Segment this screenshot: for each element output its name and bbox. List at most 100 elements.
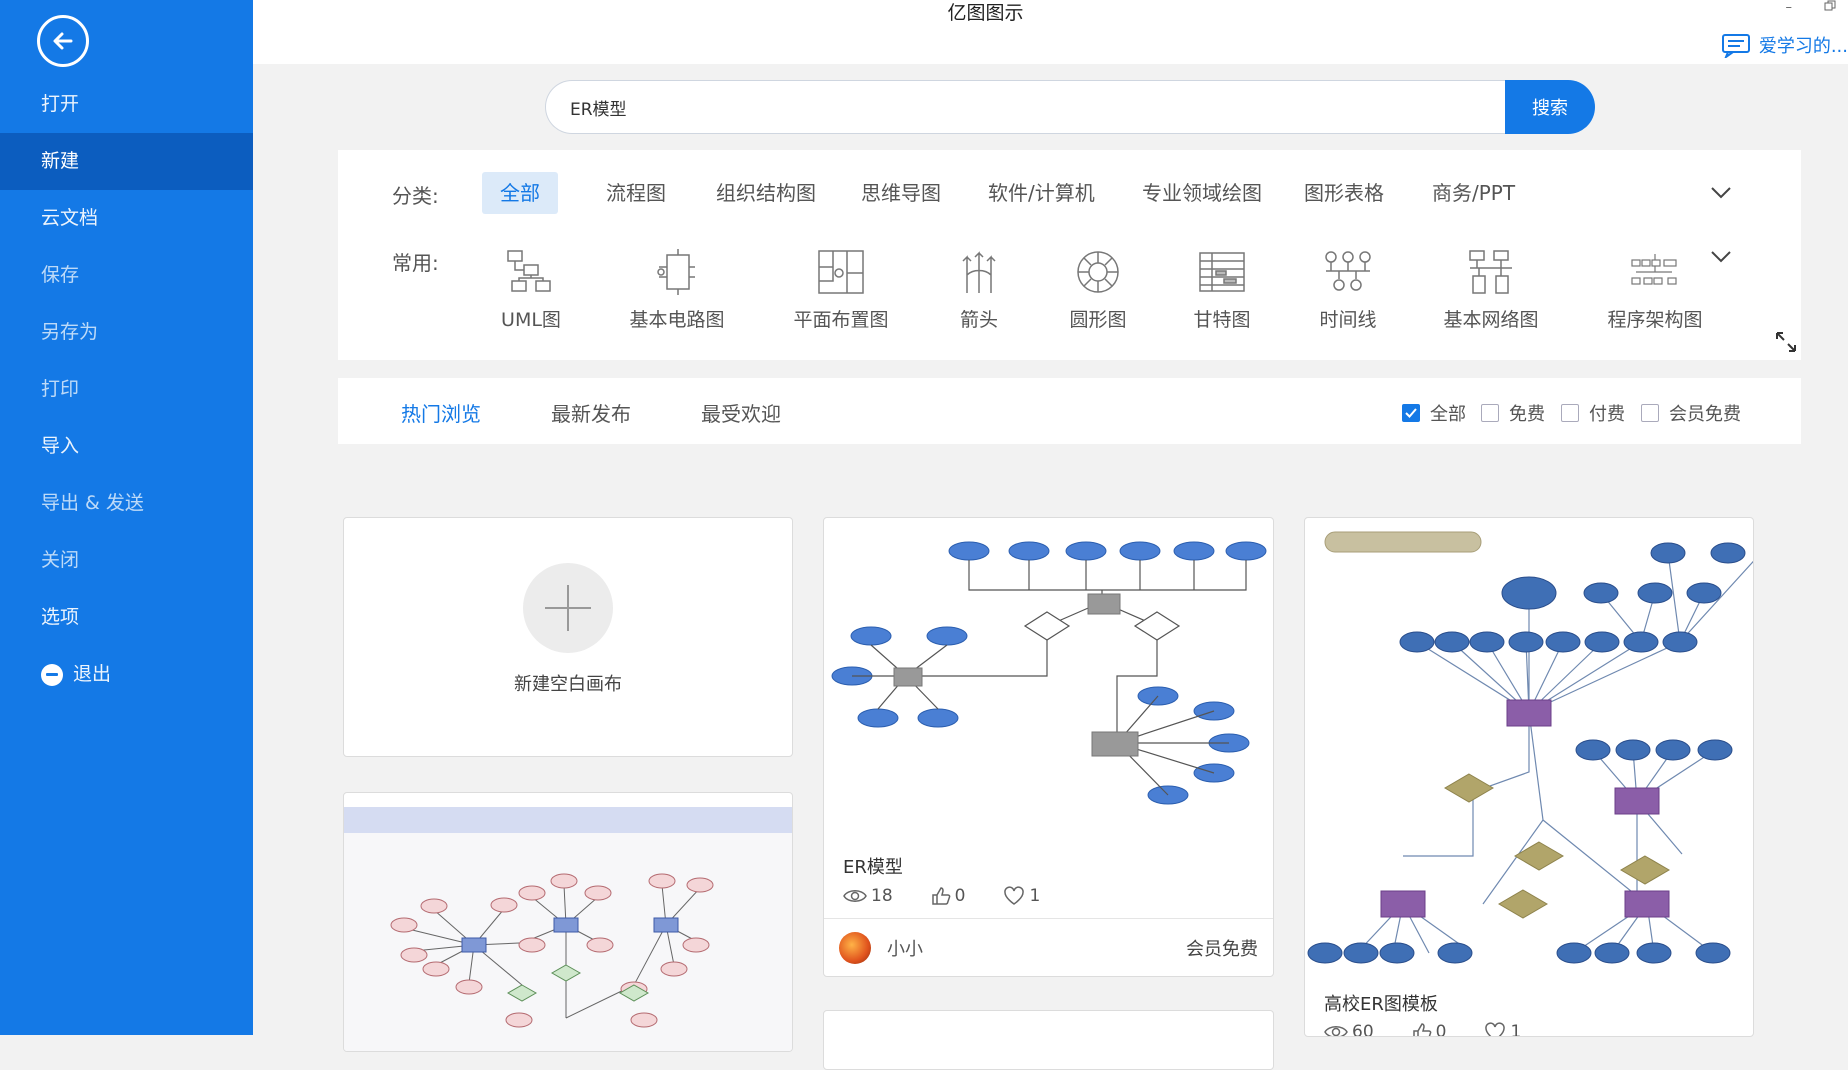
category-org-chart[interactable]: 组织结构图 [716, 181, 816, 205]
likes-count: 0 [1435, 1022, 1447, 1037]
category-mind-map[interactable]: 思维导图 [861, 181, 941, 205]
sidebar-item-print[interactable]: 打印 [0, 361, 253, 418]
common-uml[interactable]: UML图 [461, 245, 601, 332]
category-panel: 分类: 全部 流程图 组织结构图 思维导图 软件/计算机 专业领域绘图 图形表格… [338, 150, 1801, 360]
common-label-text: 基本网络图 [1443, 309, 1539, 331]
user-menu[interactable]: 爱学习的... [1721, 32, 1848, 58]
common-floor-plan[interactable]: 平面布置图 [771, 245, 911, 332]
uml-icon [507, 250, 551, 292]
views-stat: 18 [843, 886, 893, 906]
favorites-stat[interactable]: 1 [1003, 886, 1040, 906]
filter-bar: 热门浏览 最新发布 最受欢迎 全部 免费 付费 会员免费 [338, 378, 1801, 444]
er-diagram-thumbnail [831, 541, 1267, 805]
filter-paid-checkbox[interactable]: 付费 [1561, 400, 1625, 426]
sidebar-item-new[interactable]: 新建 [0, 133, 253, 190]
common-circle[interactable]: 圆形图 [1028, 245, 1168, 332]
restore-icon [1824, 0, 1836, 11]
checkbox-label: 全部 [1430, 404, 1466, 425]
plus-icon [523, 563, 613, 653]
price-badge: 会员免费 [1186, 938, 1258, 960]
new-blank-canvas-card[interactable]: 新建空白画布 [343, 517, 793, 757]
template-card-er-model[interactable]: ER模型 18 0 1 小小 会员免费 [823, 517, 1274, 977]
common-arrow[interactable]: 箭头 [909, 245, 1049, 332]
sidebar-item-label: 打印 [41, 378, 80, 400]
checkbox-icon [1561, 404, 1579, 422]
checkbox-label: 免费 [1509, 404, 1545, 425]
common-label-text: 圆形图 [1069, 309, 1127, 331]
common-label-text: UML图 [501, 309, 561, 331]
back-button[interactable] [37, 15, 89, 67]
template-card-campus-er[interactable]: 高校ER图模板 60 0 1 [1304, 517, 1754, 1037]
sidebar-item-label: 导入 [41, 435, 80, 457]
common-timeline[interactable]: 时间线 [1278, 245, 1418, 332]
sidebar-menu: 打开 新建 云文档 保存 另存为 打印 导入 导出 & 发送 关闭 选项 退出 [0, 76, 253, 703]
restore-button[interactable] [1824, 0, 1836, 16]
eye-icon [1324, 1026, 1348, 1036]
tab-hot[interactable]: 热门浏览 [401, 402, 481, 426]
minimize-button[interactable]: – [1785, 0, 1793, 15]
sidebar-item-cloud-docs[interactable]: 云文档 [0, 190, 253, 247]
circuit-icon [657, 249, 695, 295]
category-business-ppt[interactable]: 商务/PPT [1432, 181, 1516, 205]
category-all[interactable]: 全部 [482, 172, 558, 214]
common-circuit[interactable]: 基本电路图 [607, 245, 747, 332]
minus-circle-icon [41, 663, 63, 686]
sidebar-item-save[interactable]: 保存 [0, 247, 253, 304]
network-icon [1469, 250, 1512, 294]
heart-icon [1004, 886, 1025, 905]
circle-diagram-icon [1077, 251, 1119, 293]
sidebar-item-close[interactable]: 关闭 [0, 532, 253, 589]
tab-latest[interactable]: 最新发布 [551, 402, 631, 426]
search-input[interactable] [545, 80, 1505, 134]
search-button[interactable]: 搜索 [1505, 80, 1595, 134]
category-graphic-table[interactable]: 图形表格 [1304, 181, 1384, 205]
author-name: 小小 [887, 938, 923, 960]
title-bar: 亿图图示 – 爱学习的... [253, 0, 1848, 64]
sidebar-item-exit[interactable]: 退出 [0, 646, 253, 703]
category-professional[interactable]: 专业领域绘图 [1142, 181, 1262, 205]
sidebar-item-label: 退出 [73, 663, 112, 685]
eye-icon [843, 890, 867, 902]
common-label-text: 基本电路图 [629, 309, 725, 331]
category-software[interactable]: 软件/计算机 [988, 181, 1095, 205]
filter-free-checkbox[interactable]: 免费 [1481, 400, 1545, 426]
favorites-stat[interactable]: 1 [1484, 1022, 1521, 1036]
campus-er-thumbnail [1307, 531, 1753, 964]
likes-stat[interactable]: 0 [1412, 1022, 1447, 1037]
avatar [839, 931, 871, 964]
chevron-down-icon[interactable] [1710, 186, 1732, 200]
sidebar-item-label: 选项 [41, 606, 80, 628]
category-flowchart[interactable]: 流程图 [606, 181, 666, 205]
template-card-partial[interactable] [823, 1010, 1274, 1070]
filter-member-free-checkbox[interactable]: 会员免费 [1641, 400, 1741, 426]
sidebar-item-label: 关闭 [41, 549, 80, 571]
likes-count: 0 [954, 886, 966, 906]
arrows-icon [962, 251, 996, 293]
checkbox-checked-icon [1402, 404, 1420, 422]
sidebar-item-label: 新建 [41, 150, 80, 172]
template-card-education-er[interactable] [343, 792, 793, 1052]
tab-popular[interactable]: 最受欢迎 [701, 402, 781, 426]
app-title: 亿图图示 [947, 2, 1024, 24]
sidebar-item-open[interactable]: 打开 [0, 76, 253, 133]
sidebar-item-save-as[interactable]: 另存为 [0, 304, 253, 361]
common-label-text: 甘特图 [1193, 309, 1251, 331]
checkbox-label: 付费 [1589, 404, 1625, 425]
common-gantt[interactable]: 甘特图 [1152, 245, 1292, 332]
common-network[interactable]: 基本网络图 [1421, 245, 1561, 332]
common-architecture[interactable]: 程序架构图 [1585, 245, 1725, 332]
common-label-text: 平面布置图 [793, 309, 889, 331]
filter-all-checkbox[interactable]: 全部 [1402, 400, 1466, 426]
chevron-down-icon[interactable] [1710, 250, 1732, 264]
gantt-icon [1199, 252, 1245, 292]
search-bar: 搜索 [545, 80, 1595, 134]
favorites-count: 1 [1029, 886, 1041, 906]
sidebar-item-options[interactable]: 选项 [0, 589, 253, 646]
sidebar-item-label: 导出 & 发送 [41, 492, 144, 514]
card-title: 高校ER图模板 [1324, 994, 1438, 1015]
expand-icon[interactable] [1774, 330, 1798, 354]
sidebar-item-export-send[interactable]: 导出 & 发送 [0, 475, 253, 532]
sidebar-item-import[interactable]: 导入 [0, 418, 253, 475]
likes-stat[interactable]: 0 [931, 886, 966, 906]
checkbox-icon [1641, 404, 1659, 422]
